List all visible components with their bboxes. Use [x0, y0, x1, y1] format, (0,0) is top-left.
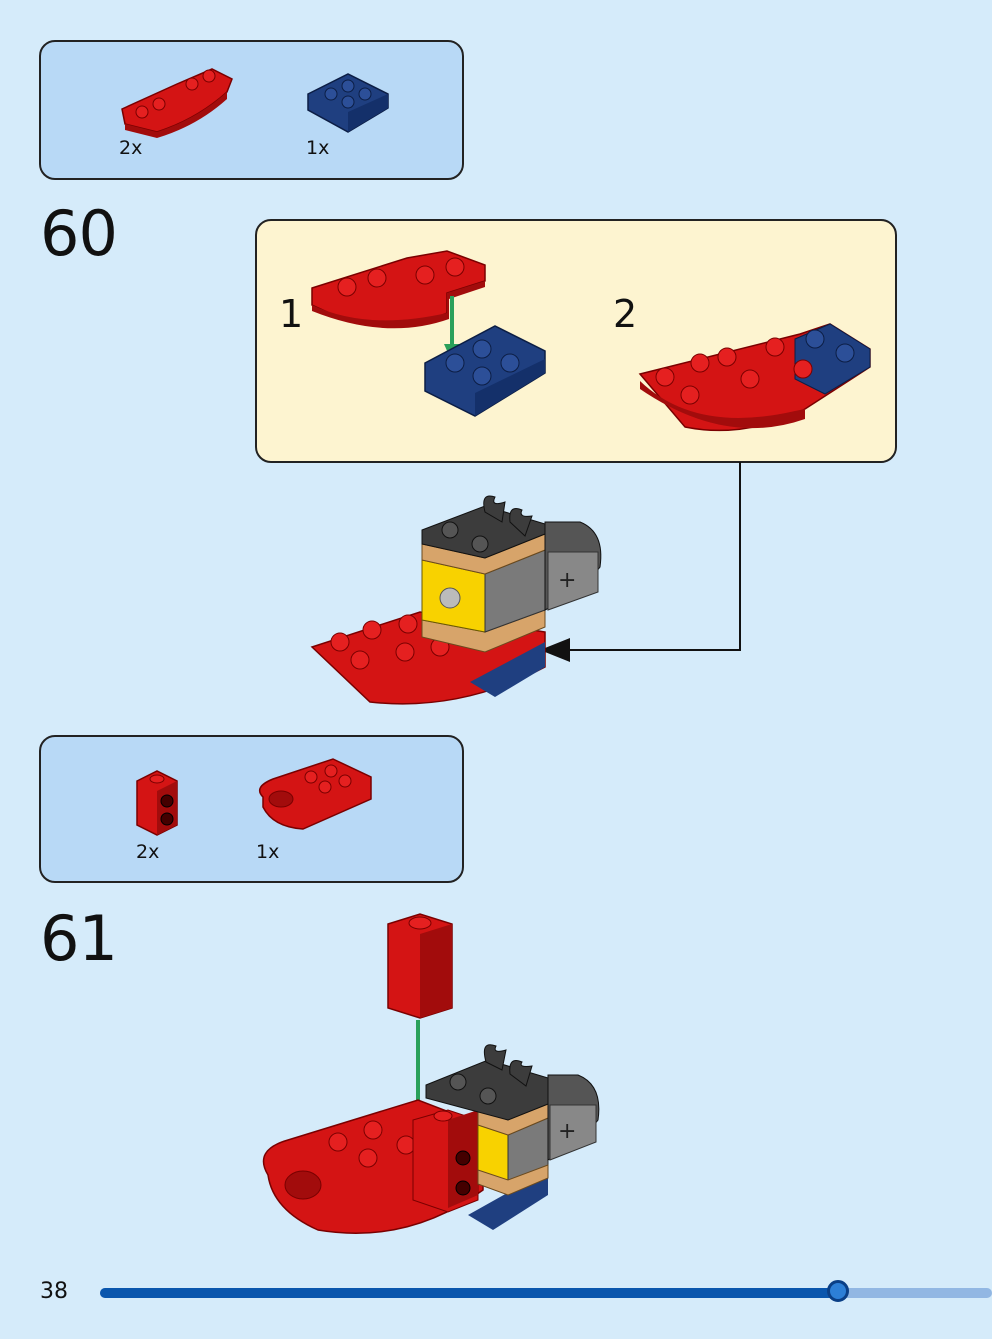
part-qty: 1x	[306, 137, 330, 159]
progress-fill	[100, 1288, 838, 1298]
red-plate-with-clip-icon	[258, 758, 372, 830]
combined-boat-base-icon	[638, 323, 871, 432]
red-curved-slope-plate-icon	[121, 68, 233, 138]
part-qty: 2x	[136, 841, 160, 863]
step-number: 60	[40, 197, 118, 270]
svg-text:+: +	[558, 1119, 576, 1144]
progress-knob[interactable]	[826, 1280, 849, 1302]
step-number: 61	[40, 902, 118, 975]
substep-label: 2	[613, 292, 638, 336]
connector-arrow-icon	[540, 462, 741, 662]
part-qty: 1x	[256, 841, 280, 863]
part-qty: 2x	[119, 137, 143, 159]
svg-text:+: +	[558, 568, 576, 593]
sub-assembly-box: 1 2	[255, 219, 897, 463]
boat-model-step-61: +	[262, 1044, 600, 1234]
substep-label: 1	[279, 292, 304, 336]
red-brick-falling-icon	[387, 913, 453, 1019]
blue-inverted-slope-plate-icon	[307, 73, 389, 133]
red-curved-slope-plate-icon	[311, 250, 486, 329]
blue-inverted-slope-plate-icon	[424, 325, 546, 417]
parts-list-step-60: 2x 1x	[39, 40, 464, 180]
boat-model-step-60: +	[310, 495, 602, 705]
red-brick-1x1-studs-side-icon	[136, 770, 178, 836]
progress-bar	[100, 1280, 992, 1302]
parts-list-step-61: 2x 1x	[39, 735, 464, 883]
page-number: 38	[40, 1279, 68, 1304]
